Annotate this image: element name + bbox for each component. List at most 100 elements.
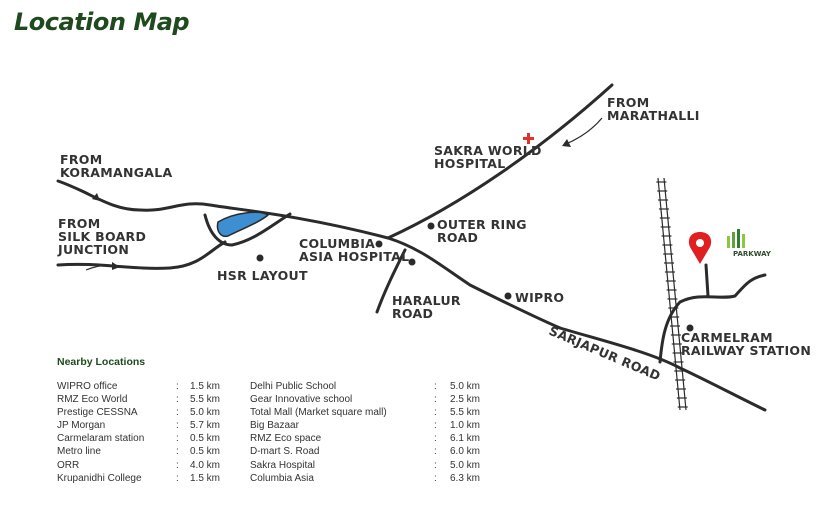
nearby-separator: : [176,433,179,445]
label-from-koramangala-line: KORAMANGALA [60,165,173,180]
nearby-place: RMZ Eco World [57,394,128,406]
label-sakra-hospital-line: HOSPITAL [434,156,506,171]
nearby-separator: : [434,381,437,392]
dot-wipro [504,292,512,300]
arrow-marathalli [565,117,603,145]
nearby-place: Delhi Public School [250,381,337,392]
nearby-place: Big Bazaar [250,420,299,432]
nearby-place: Sakra Hospital [250,459,316,471]
nearby-distance: 6.0 km [450,446,481,458]
nearby-separator: : [434,446,437,458]
nearby-separator: : [176,459,179,471]
nearby-place: ORR [57,459,80,471]
nearby-place: Gear Innovative school [250,394,353,406]
road-main [386,236,562,330]
dot-columbia [375,240,383,248]
parkway-logo: PARKWAY [727,229,772,258]
nearby-place: Columbia Asia [250,472,314,484]
label-carmelram-line: CARMELRAM [681,330,773,345]
label-columbia-asia-line: COLUMBIA [299,236,375,251]
nearby-separator: : [434,472,437,484]
nearby-distance: 5.5 km [190,394,221,406]
road-parkway-link [704,263,710,298]
road-koramangala [56,179,390,240]
nearby-separator: : [176,420,179,432]
nearby-separator: : [176,407,179,419]
nearby-place: Krupanidhi College [57,472,142,484]
nearby-row: Prestige CESSNA:5.0 km [57,406,257,419]
nearby-row: Carmelaram station:0.5 km [57,432,257,445]
road-sarjapur [558,326,767,412]
label-from-silk-board-line: SILK BOARD [58,229,146,244]
label-outer-ring-road-line: ROAD [437,230,478,245]
dot-outer-ring [427,222,435,230]
nearby-place: JP Morgan [57,420,106,432]
label-wipro: WIPRO [515,290,564,305]
nearby-row: JP Morgan:5.7 km [57,419,257,432]
label-haralur-road-line: ROAD [392,306,433,321]
label-from-marathalli-line: MARATHALLI [607,108,700,123]
nearby-row: Metro line:0.5 km [57,445,257,458]
road-lake-loop [203,212,292,247]
label-hsr-layout: HSR LAYOUT [217,268,308,283]
nearby-distance: 0.5 km [190,446,221,458]
nearby-place: RMZ Eco space [250,433,322,445]
nearby-separator: : [176,472,179,484]
nearby-row: D-mart S. Road: 6.0 km [250,445,500,458]
nearby-place: D-mart S. Road [250,446,320,458]
nearby-distance: 5.7 km [190,420,221,432]
nearby-distance: 5.0 km [190,407,221,419]
nearby-row: Sakra Hospital:5.0 km [250,459,500,472]
nearby-list-right: Delhi Public School: 5.0 km Gear Innovativ… [250,380,500,485]
nearby-distance: 0.5 km [190,433,221,445]
nearby-place: Prestige CESSNA [57,407,138,419]
page-title: Location Map [14,8,190,36]
label-columbia-asia-line: ASIA HOSPITAL [299,249,409,264]
label-from-marathalli-line: FROM [607,95,649,110]
road-parkway [658,273,767,364]
nearby-row: Columbia Asia:6.3 km [250,472,500,485]
nearby-row: Krupanidhi College:1.5 km [57,472,257,485]
nearby-row: Big Bazaar: 1.0 km [250,419,500,432]
nearby-distance: 1.0 km [450,420,481,432]
lake-shape [216,211,270,238]
dot-haralur [408,258,416,266]
nearby-place: WIPRO office [57,381,118,392]
nearby-separator: : [434,420,437,432]
nearby-distance: 6.1 km [450,433,481,445]
nearby-separator: : [434,433,437,445]
road-outer-ring [386,83,614,240]
nearby-distance: 4.0 km [190,459,221,471]
hospital-cross-icon [523,133,534,144]
label-outer-ring-road-line: OUTER RING [437,217,527,232]
label-from-silk-board-line: FROM [58,216,100,231]
nearby-distance: 5.5 km [450,407,481,419]
nearby-place: Carmelaram station [57,433,145,445]
label-sakra-hospital-line: SAKRA WORLD [434,143,542,158]
road-haralur [375,248,407,314]
nearby-distance: 1.5 km [190,472,221,484]
nearby-title: Nearby Locations [57,356,146,368]
railway-line [657,177,687,411]
label-from-koramangala-line: FROM [60,152,102,167]
arrow-koramangala [65,183,97,199]
dot-hsr [256,254,264,262]
nearby-separator: : [176,381,179,392]
nearby-separator: : [434,394,437,406]
nearby-place: Total Mall (Market square mall) [250,407,387,419]
nearby-separator: : [434,407,437,419]
road-silk-board [56,240,227,270]
nearby-separator: : [176,394,179,406]
nearby-row: RMZ Eco space: 6.1 km [250,432,500,445]
nearby-distance: 5.0 km [450,459,481,471]
